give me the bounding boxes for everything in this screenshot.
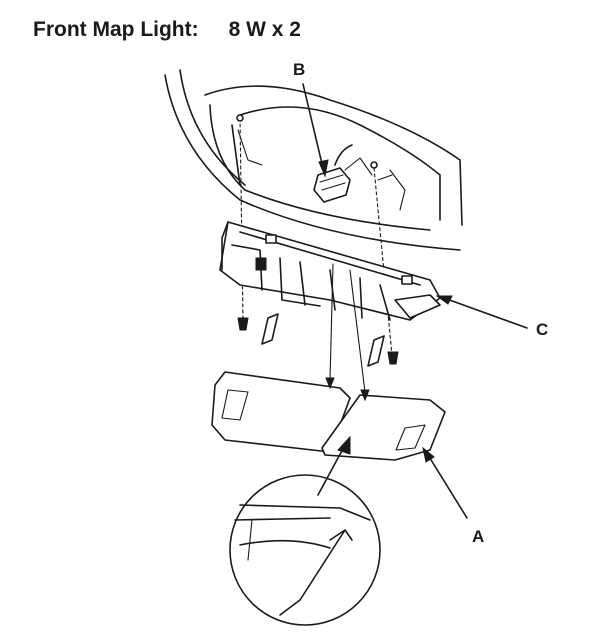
connector-b [313, 144, 373, 203]
leader-b [302, 83, 329, 178]
arrow-into-inset [317, 435, 351, 496]
lens-covers [211, 263, 446, 461]
page-title: Front Map Light: 8 W x 2 [33, 12, 301, 48]
leader-a [422, 446, 468, 519]
callout-c: C [536, 320, 548, 339]
housing-c [219, 221, 441, 367]
leader-c [435, 295, 528, 329]
title-label: Front Map Light: [33, 18, 199, 41]
detail-inset [229, 474, 381, 626]
screws [236, 114, 399, 365]
callout-b: B [293, 60, 305, 79]
callout-a: A [472, 527, 484, 546]
roof-headliner [164, 69, 463, 251]
bulb-spec: 8 W x 2 [228, 18, 301, 41]
